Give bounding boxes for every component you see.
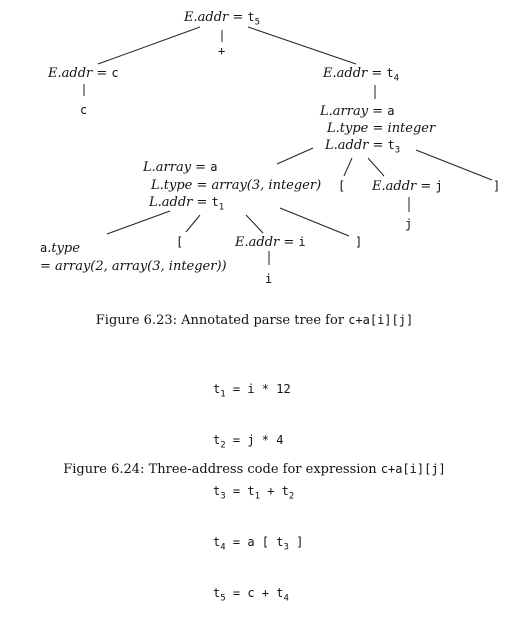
three-address-code: t1 = i * 12 t2 = j * 4 t3 = t1 + t2 t4 =… [213, 347, 303, 636]
edge-l1-atype [106, 210, 171, 235]
node-rbracket-inner: ] [355, 235, 363, 249]
code-lhs: t1 [213, 382, 226, 400]
code-lhs: t2 [213, 433, 226, 451]
node-l-outer-array-value: a [387, 104, 395, 118]
code-line: t1 = i * 12 [213, 381, 303, 400]
edge-l3-ej [367, 157, 385, 177]
node-e-i-attr: E.addr [235, 235, 280, 250]
code-lhs: t4 [213, 535, 226, 553]
edge-l3-linner [276, 147, 314, 165]
edge-l1-rbrack [279, 207, 350, 237]
node-l-outer-addr: L.addr = t3 [325, 138, 401, 156]
node-lbracket-outer: [ [338, 179, 346, 193]
node-e-c-value: c [111, 66, 119, 80]
node-l-inner-type-value: array(3, integer) [211, 178, 322, 193]
node-e-i: E.addr = i [235, 235, 306, 250]
caption-figure-6-23: Figure 6.23: Annotated parse tree for c+… [0, 313, 509, 328]
code-lhs: t3 [213, 484, 226, 502]
code-rhs: = i * 12 [232, 382, 291, 396]
node-l-outer-array: L.array = a [320, 104, 395, 119]
node-e-t4-value: t4 [386, 66, 400, 84]
node-root-value: t5 [247, 10, 261, 28]
leaf-c: c [80, 103, 88, 117]
node-root: E.addr = t5 [184, 10, 261, 28]
node-l-inner-type-attr: L.type [151, 178, 193, 193]
node-root-attr: E.addr [184, 10, 229, 25]
node-plus: + [218, 44, 226, 58]
caption-figure-6-24-text: Figure 6.24: Three-address code for expr… [63, 462, 377, 477]
edge-l3-lbrack [343, 157, 353, 177]
code-line: t5 = c + t4 [213, 586, 289, 604]
node-l-outer-type-attr: L.type [327, 121, 369, 136]
node-l-outer-addr-value: t3 [387, 138, 401, 156]
caption-figure-6-24: Figure 6.24: Three-address code for expr… [0, 462, 509, 477]
code-line: t4 = a [ t3 ] [213, 535, 304, 553]
code-lhs: t5 [213, 586, 226, 604]
edge-l3-rbrack [415, 149, 493, 181]
node-e-j-attr: E.addr [372, 179, 417, 194]
node-l-outer-type: L.type = integer [327, 121, 436, 136]
node-l-inner-array-attr: L.array [143, 160, 192, 175]
code-rhs: = j * 4 [232, 433, 284, 447]
edge-l1-ei [245, 214, 264, 234]
node-e-t4-attr: E.addr [323, 66, 368, 81]
caption-figure-6-23-text: Figure 6.23: Annotated parse tree for [95, 313, 345, 328]
node-e-i-value: i [298, 235, 306, 249]
node-l-outer-array-attr: L.array [320, 104, 369, 119]
node-e-c-attr: E.addr [48, 66, 93, 81]
node-e-c: E.addr = c [48, 66, 119, 81]
node-l-outer-addr-attr: L.addr [325, 138, 369, 153]
code-line: t3 = t1 + t2 [213, 484, 295, 502]
code-line: t2 = j * 4 [213, 432, 303, 451]
node-l-inner-array-value: a [210, 160, 218, 174]
node-l-inner-array: L.array = a [143, 160, 218, 175]
node-l-inner-addr-attr: L.addr [149, 195, 193, 210]
node-e-j-value: j [435, 179, 443, 193]
figure-page: E.addr = t5 + E.addr = c c E.addr = t4 L… [0, 10, 509, 603]
node-l-outer-type-value: integer [387, 121, 436, 136]
node-a-type-code: a [40, 241, 48, 255]
caption-figure-6-24-expr: c+a[i][j] [380, 462, 446, 476]
node-a-type-attr: .type [47, 241, 80, 256]
node-l-inner-addr: L.addr = t1 [149, 195, 225, 213]
caption-figure-6-23-expr: c+a[i][j] [348, 313, 414, 327]
edge-root-left [97, 26, 201, 65]
edge-l1-lbrack [185, 214, 201, 233]
node-rbracket-outer: ] [493, 179, 501, 193]
leaf-i: i [265, 272, 273, 286]
node-e-t4: E.addr = t4 [323, 66, 400, 84]
node-l-inner-addr-value: t1 [211, 195, 225, 213]
leaf-j: j [405, 217, 413, 231]
node-l-inner-type: L.type = array(3, integer) [151, 178, 322, 193]
edge-root-right [247, 26, 357, 65]
node-a-type-value: = array(2, array(3, integer)) [40, 259, 227, 274]
node-a-type: a.type [40, 241, 80, 256]
node-e-j: E.addr = j [372, 179, 443, 194]
node-lbracket-inner: [ [176, 235, 184, 249]
parse-tree-edges [83, 26, 493, 265]
